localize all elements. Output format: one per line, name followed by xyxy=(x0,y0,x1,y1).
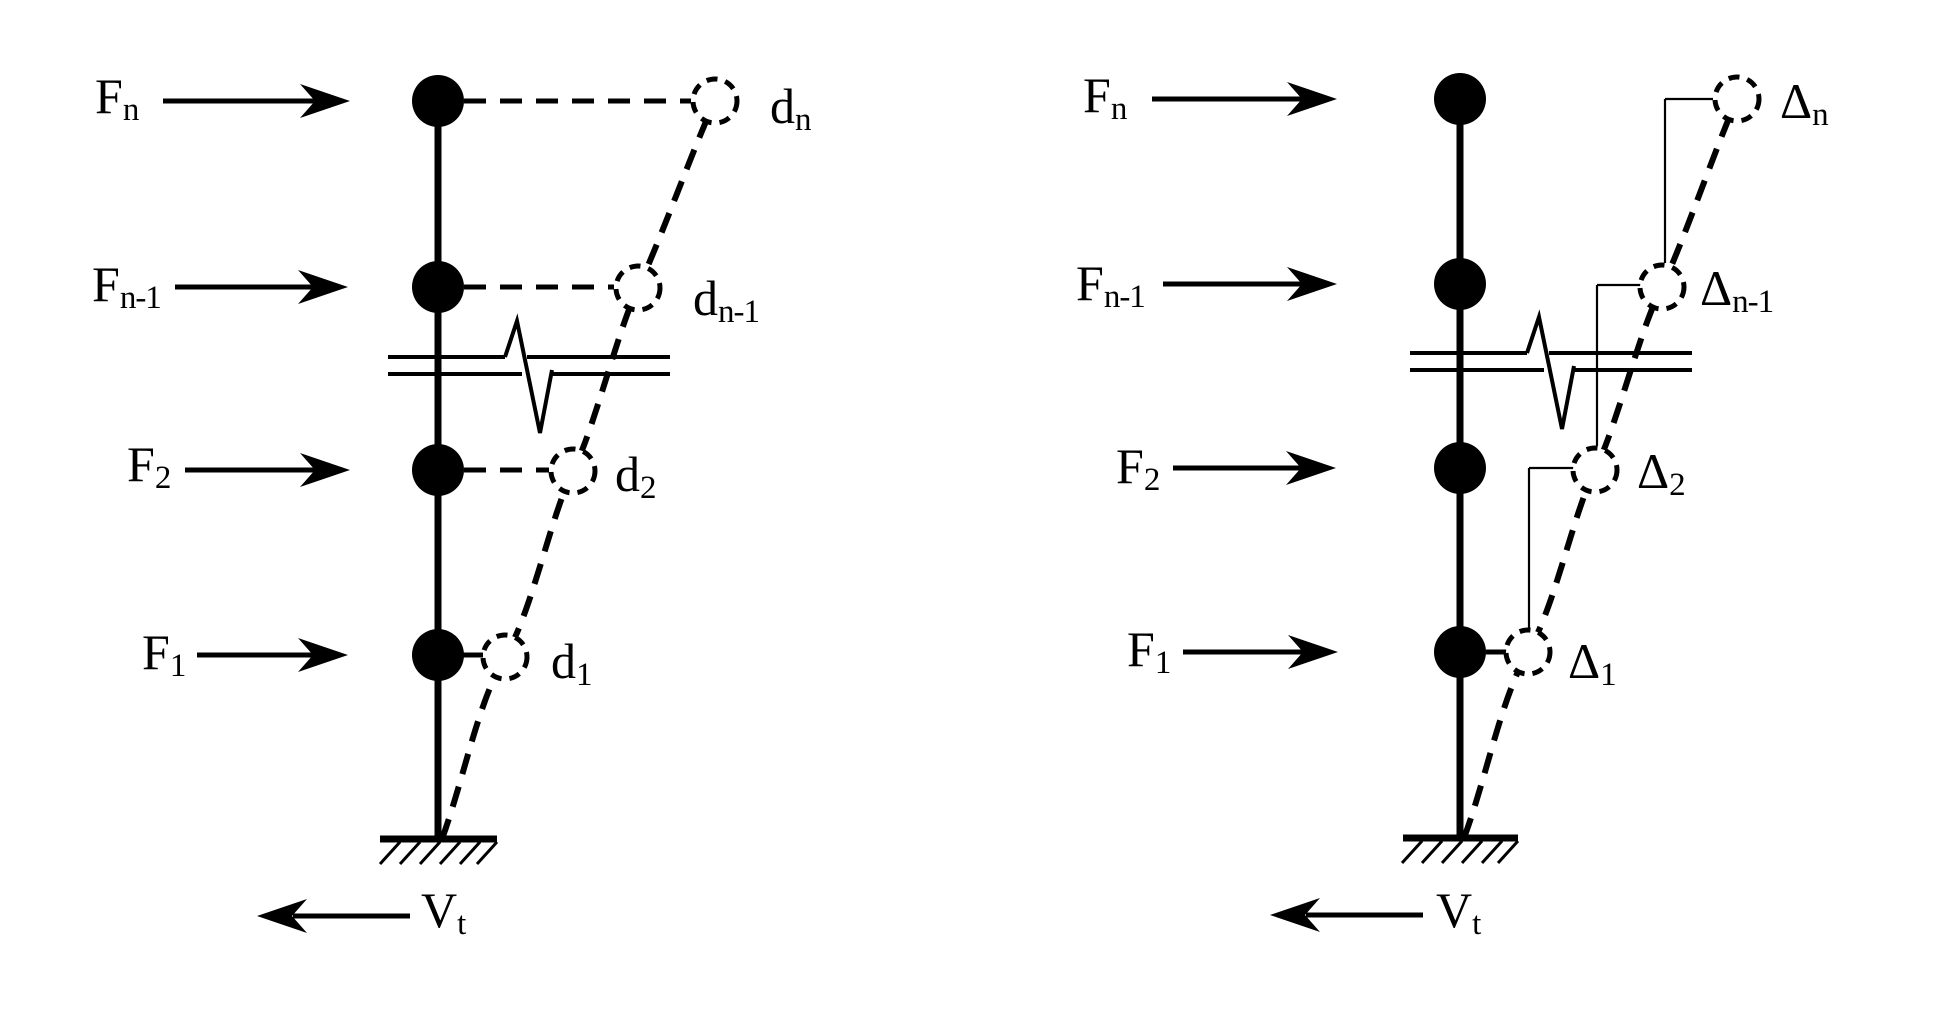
displaced-node-icon xyxy=(548,446,598,496)
right-displaced-node-circles xyxy=(1503,74,1762,677)
right-diagram xyxy=(1152,73,1762,932)
label-displacement-d1: d1 xyxy=(551,633,592,693)
label-displacement-dn: dn xyxy=(770,78,811,138)
force-arrow-icon xyxy=(175,270,348,304)
label-force-f1-right: F1 xyxy=(1127,621,1171,681)
force-arrow-icon xyxy=(1173,451,1336,485)
label-force-fn-left: Fn xyxy=(95,68,139,128)
label-drift-dn: Δn xyxy=(1780,73,1829,133)
mass-node-icon xyxy=(412,75,464,127)
mass-node-icon xyxy=(1434,626,1486,678)
force-arrow-icon xyxy=(1183,635,1338,669)
right-fixed-base-icon xyxy=(1400,834,1520,865)
left-story-break-icon xyxy=(388,313,670,434)
label-base-shear-right: Vt xyxy=(1436,882,1481,942)
left-diagram xyxy=(163,75,740,933)
right-story-break-icon xyxy=(1410,309,1692,430)
left-base-shear-arrow-icon xyxy=(257,899,410,933)
displaced-node-icon xyxy=(613,263,663,313)
right-base-shear-arrow-icon xyxy=(1270,898,1423,932)
displaced-node-icon xyxy=(690,76,740,126)
force-arrow-icon xyxy=(197,638,348,672)
left-displaced-node-circles xyxy=(480,76,740,682)
right-force-arrows xyxy=(1152,82,1338,669)
displaced-node-icon xyxy=(1712,74,1762,124)
mass-node-icon xyxy=(1434,258,1486,310)
label-drift-dn1: Δn-1 xyxy=(1700,260,1774,320)
label-force-fn-right: Fn xyxy=(1083,67,1127,127)
left-mass-nodes xyxy=(412,75,464,681)
displaced-node-icon xyxy=(480,632,530,682)
label-drift-d1: Δ1 xyxy=(1568,633,1617,693)
mass-node-icon xyxy=(1434,442,1486,494)
mass-node-icon xyxy=(412,261,464,313)
label-base-shear-left: Vt xyxy=(421,882,466,942)
displaced-node-icon xyxy=(1503,627,1553,677)
label-displacement-d2: d2 xyxy=(615,446,656,506)
force-arrow-icon xyxy=(185,453,350,487)
force-arrow-icon xyxy=(163,84,350,118)
displaced-node-icon xyxy=(1637,262,1687,312)
force-arrow-icon xyxy=(1152,82,1337,116)
displaced-node-icon xyxy=(1570,445,1620,495)
label-force-f1-left: F1 xyxy=(142,624,186,684)
label-force-fn1-right: Fn-1 xyxy=(1076,255,1146,315)
right-mass-nodes xyxy=(1434,73,1486,678)
mass-node-icon xyxy=(1434,73,1486,125)
label-drift-d2: Δ2 xyxy=(1637,443,1686,503)
mass-node-icon xyxy=(412,444,464,496)
label-force-fn1-left: Fn-1 xyxy=(92,256,162,316)
force-arrow-icon xyxy=(1163,267,1337,301)
label-force-f2-right: F2 xyxy=(1116,438,1160,498)
label-force-f2-left: F2 xyxy=(127,436,171,496)
left-displacement-connectors xyxy=(462,98,691,658)
right-drift-reference-lines xyxy=(1527,97,1713,629)
left-force-arrows xyxy=(163,84,350,672)
label-displacement-dn1: dn-1 xyxy=(693,270,760,330)
left-fixed-base-icon xyxy=(378,835,499,866)
mass-node-icon xyxy=(412,629,464,681)
